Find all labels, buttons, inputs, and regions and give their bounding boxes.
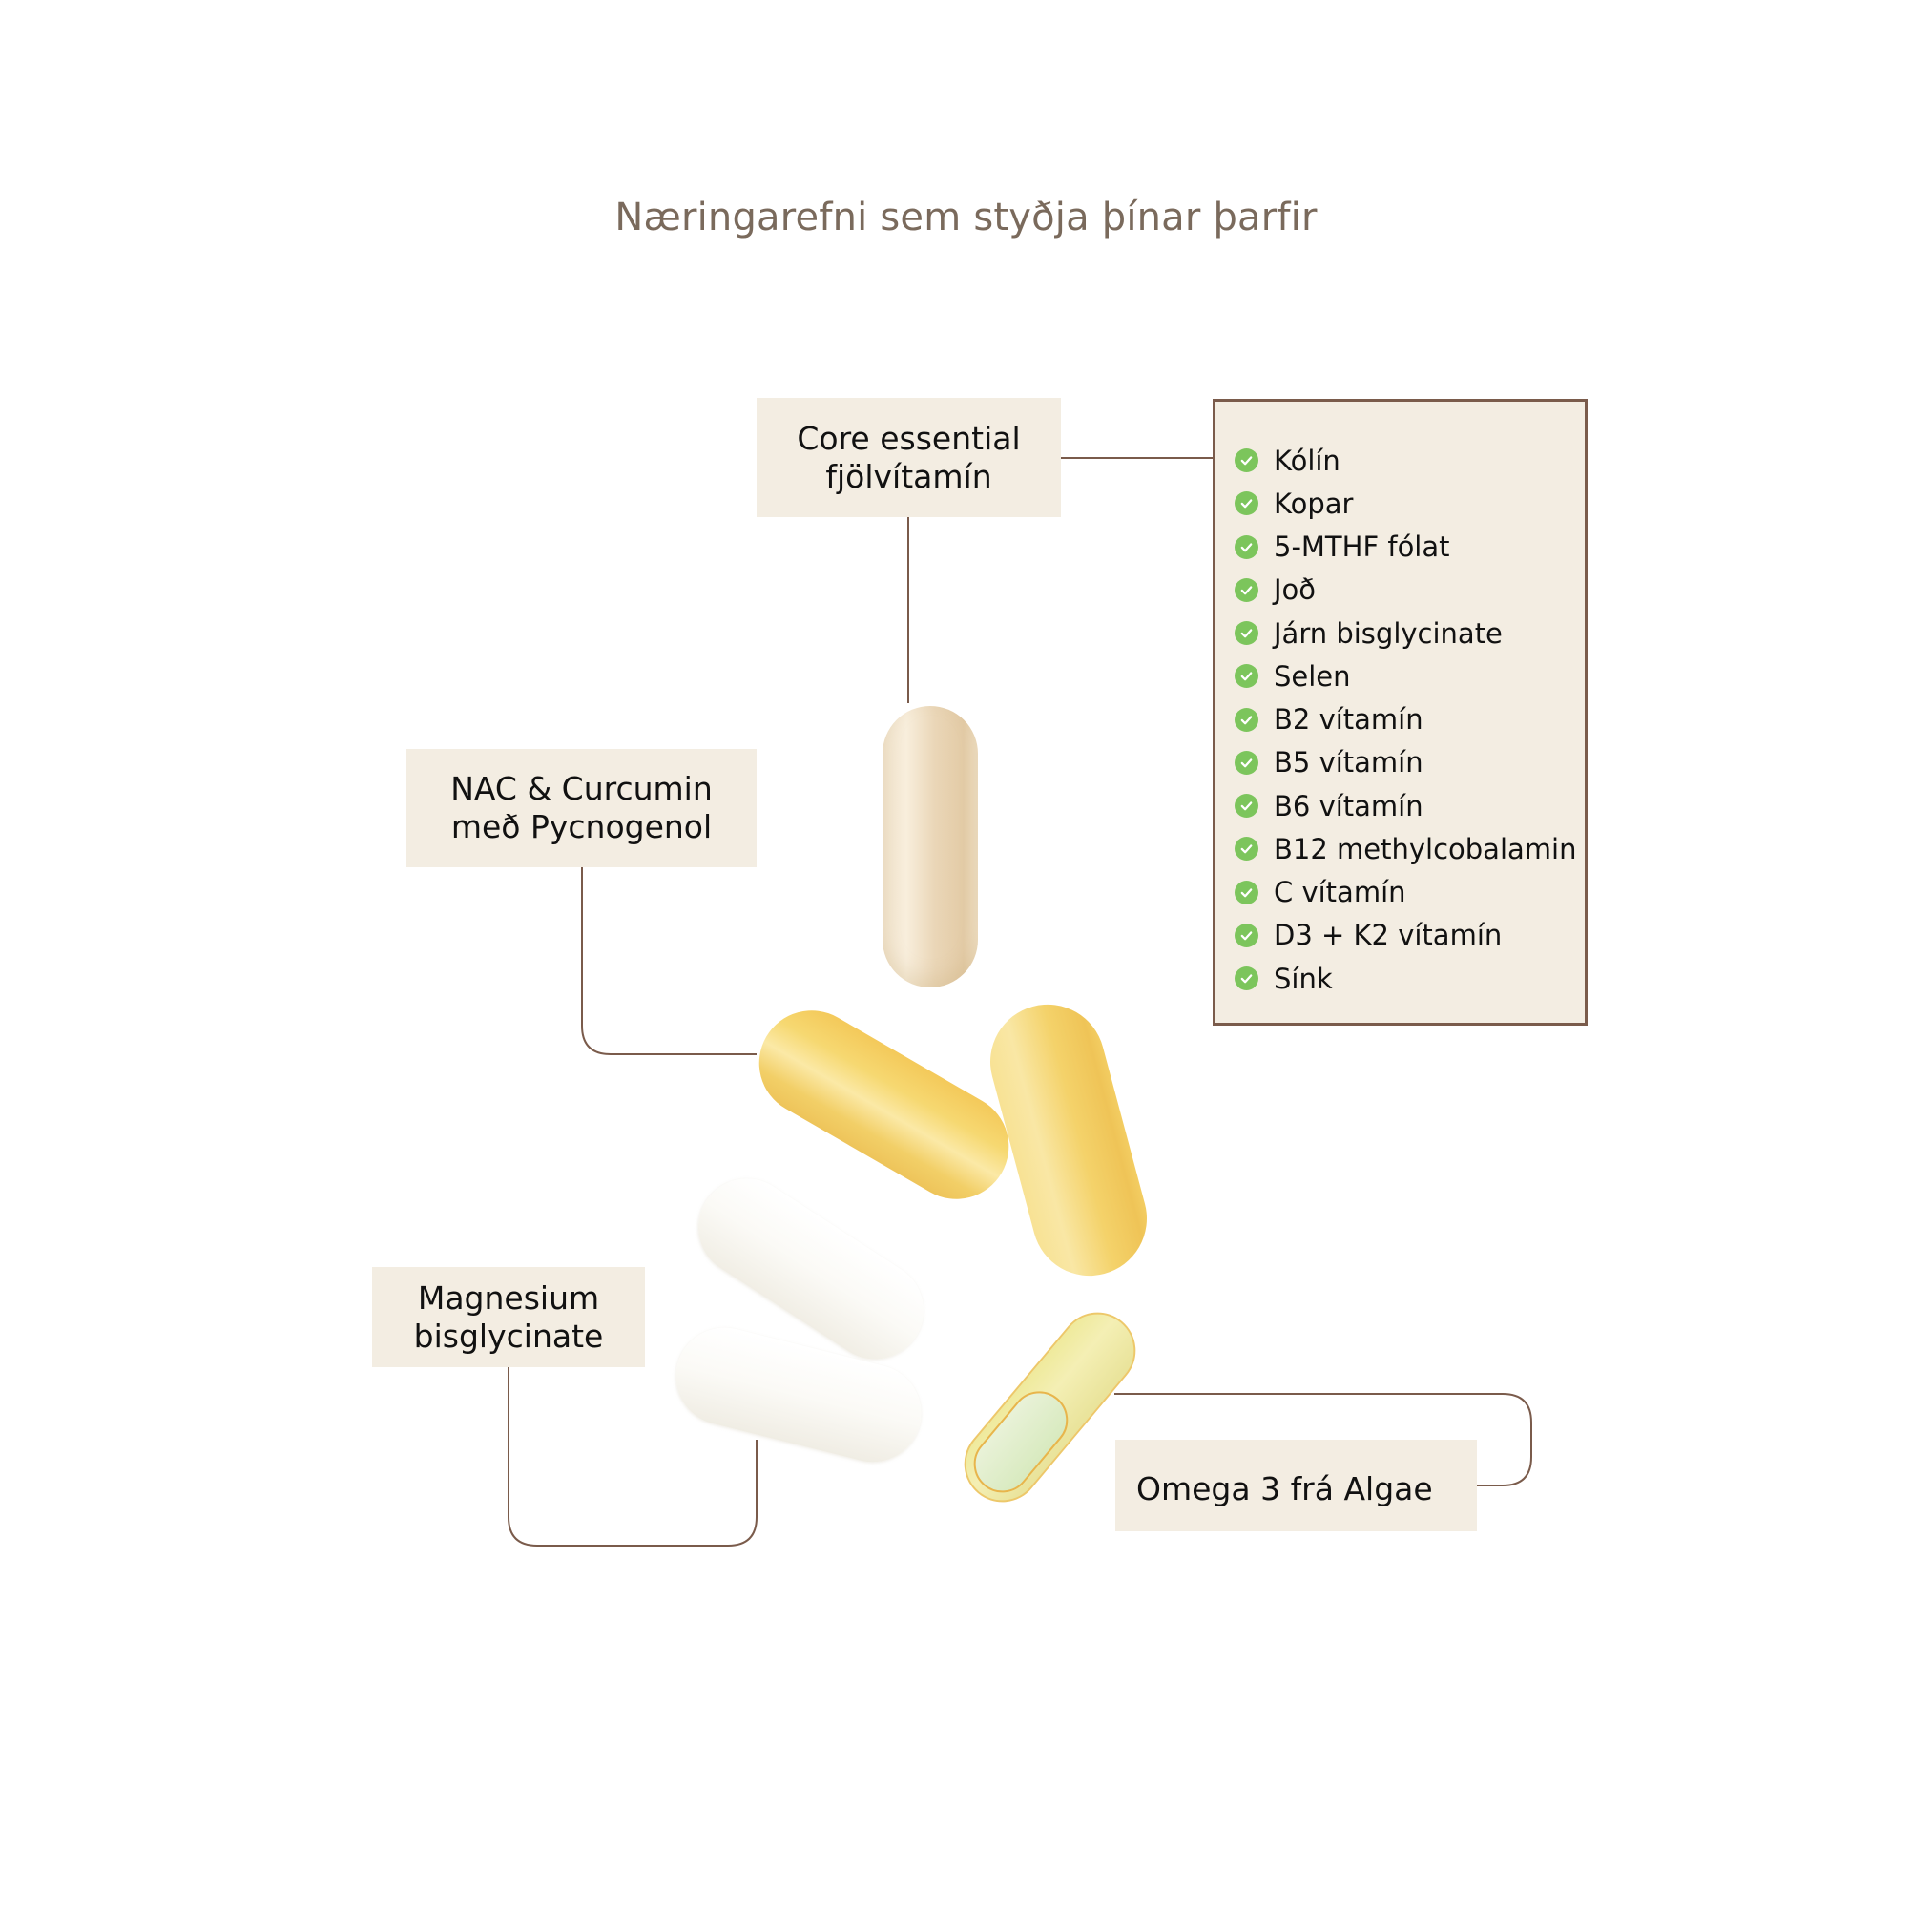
check-circle-icon [1235,707,1258,732]
ingredient-item: D3 + K2 vítamín [1235,914,1585,957]
capsule-nac-curcumin-1 [739,991,1028,1218]
label-magnesium-line1: Magnesium [417,1278,600,1317]
ingredient-label: B2 vítamín [1274,703,1423,737]
ingredient-label: D3 + K2 vítamín [1274,919,1503,952]
ingredient-item: B12 methylcobalamin [1235,827,1585,870]
check-circle-icon [1235,794,1258,819]
label-core-line2: fjölvítamín [825,457,992,495]
ingredient-label: Joð [1274,573,1317,607]
check-circle-icon [1235,837,1258,862]
ingredient-label: C vítamín [1274,876,1406,909]
check-circle-icon [1235,621,1258,646]
check-circle-icon [1235,923,1258,947]
ingredient-label: B5 vítamín [1274,746,1423,779]
ingredient-item: Kólín [1235,439,1585,482]
ingredient-item: Sínk [1235,957,1585,1000]
ingredient-label: Sínk [1274,962,1333,995]
check-circle-icon [1235,491,1258,516]
ingredient-item: B6 vítamín [1235,784,1585,827]
ingredient-label: 5-MTHF fólat [1274,530,1450,564]
page-title: Næringarefni sem styðja þínar þarfir [614,196,1318,239]
check-circle-icon [1235,448,1258,473]
check-circle-icon [1235,750,1258,775]
ingredient-item: Selen [1235,654,1585,697]
label-nac-line1: NAC & Curcumin [450,770,713,807]
ingredient-item: Kopar [1235,482,1585,525]
label-nac-curcumin: NAC & Curcumin með Pycnogenol [406,749,757,867]
label-omega-line1: Omega 3 frá Algae [1136,1470,1433,1507]
label-core-multivitamin: Core essential fjölvítamín [757,398,1061,517]
softgel-oil-highlight [962,1380,1080,1505]
check-circle-icon [1235,534,1258,559]
ingredient-label: B12 methylcobalamin [1274,832,1577,865]
ingredient-item: Járn bisglycinate [1235,612,1585,654]
label-nac-line2: með Pycnogenol [450,808,713,845]
ingredient-item: C vítamín [1235,871,1585,914]
check-circle-icon [1235,880,1258,904]
connector-nac [581,867,757,1055]
label-omega3: Omega 3 frá Algae [1115,1440,1477,1531]
capsule-core-multivitamin [883,706,978,987]
check-circle-icon [1235,966,1258,991]
check-circle-icon [1235,577,1258,602]
ingredient-label: Járn bisglycinate [1274,616,1503,650]
label-magnesium-line2: bisglycinate [413,1317,604,1355]
ingredient-label: Kopar [1274,487,1354,520]
ingredient-item: 5-MTHF fólat [1235,526,1585,569]
ingredient-item: B2 vítamín [1235,698,1585,741]
check-circle-icon [1235,664,1258,689]
label-magnesium: Magnesium bisglycinate [372,1267,645,1367]
ingredient-item: Joð [1235,569,1585,612]
label-core-line1: Core essential [797,419,1021,457]
ingredient-label: B6 vítamín [1274,789,1423,822]
ingredient-label: Kólín [1274,444,1340,477]
ingredient-label: Selen [1274,659,1351,693]
ingredient-item: B5 vítamín [1235,741,1585,784]
